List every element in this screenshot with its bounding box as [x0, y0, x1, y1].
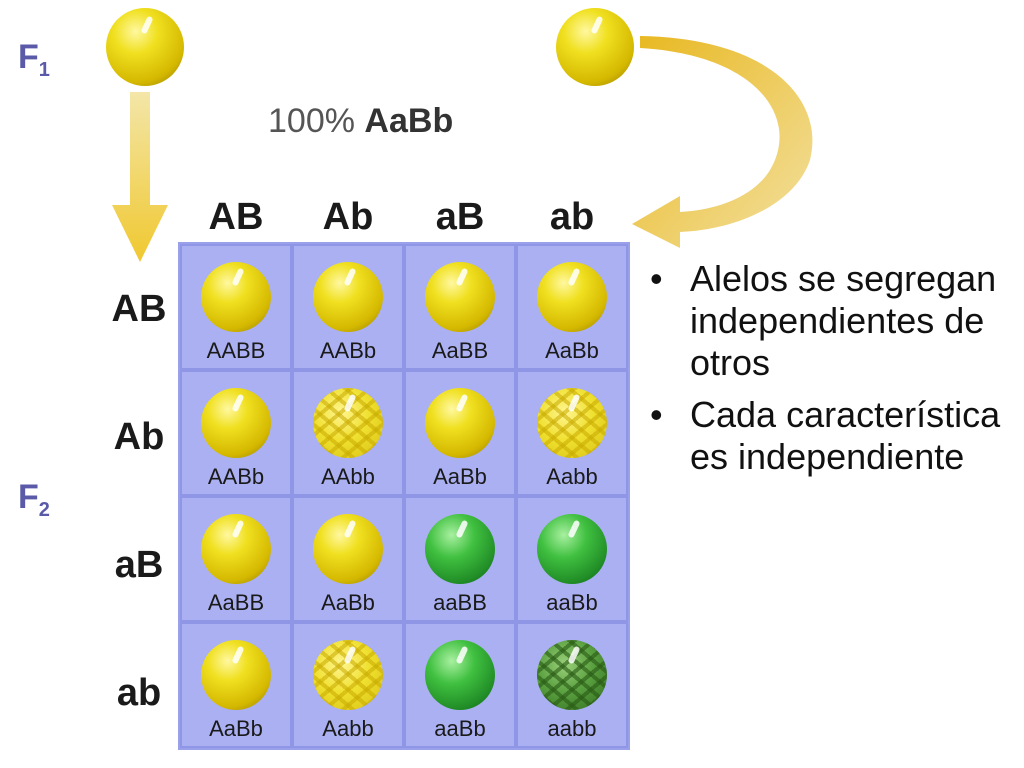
bullet-text: Alelos se segregan independientes de otr… — [690, 258, 997, 383]
bullet-list: • Alelos se segregan independientes de ot… — [648, 258, 1018, 488]
yellow-smooth-pea-icon — [201, 388, 271, 458]
f1-letter: F — [18, 38, 39, 76]
f2-subscript: 2 — [38, 498, 50, 521]
f1-subscript: 1 — [38, 58, 50, 81]
punnett-cell: AaBb — [180, 622, 292, 748]
curved-arrow-icon — [632, 36, 813, 248]
punnett-cell: AABB — [180, 244, 292, 370]
genotype-label: AaBb — [545, 338, 599, 363]
green-smooth-pea-icon — [425, 514, 495, 584]
punnett-cell: AaBb — [404, 370, 516, 496]
genotype-label: aabb — [547, 716, 597, 741]
genotype-label: AaBb — [321, 590, 375, 615]
yellow-smooth-pea-icon — [425, 388, 495, 458]
genotype-label: Aabb — [322, 716, 374, 741]
yellow-smooth-pea-icon — [201, 262, 271, 332]
punnett-cell: AaBb — [516, 244, 628, 370]
yellow-smooth-pea-icon — [201, 640, 271, 710]
yellow-wrinkled-pea-icon — [537, 388, 607, 458]
green-wrinkled-pea-icon — [537, 640, 607, 710]
genotype-label: Aabb — [546, 464, 598, 489]
row-header-2: Ab — [113, 416, 165, 458]
punnett-cell: aabb — [516, 622, 628, 748]
row-header-3: aB — [114, 544, 164, 586]
yellow-wrinkled-pea-icon — [313, 388, 383, 458]
row-header-1: AB — [111, 288, 167, 330]
col-header-3: aB — [435, 196, 485, 238]
arrows-layer — [112, 36, 813, 262]
bullet-dot-icon: • — [650, 394, 663, 435]
genotype-label: AaBB — [207, 590, 265, 615]
col-header-2: Ab — [322, 196, 374, 238]
bullet-dot-icon: • — [650, 258, 663, 299]
bullet-text: Cada característica es independiente — [690, 394, 1001, 477]
ratio-genotype: AaBb — [364, 102, 454, 140]
genotype-label: aaBb — [546, 590, 598, 615]
genotype-label: aaBB — [433, 590, 487, 615]
f2-letter: F — [18, 478, 39, 516]
yellow-smooth-pea-icon — [201, 514, 271, 584]
bullet-item: • Cada característica es independiente — [648, 394, 1018, 478]
parent-pea-left — [106, 8, 184, 86]
yellow-smooth-pea-icon — [313, 514, 383, 584]
punnett-cell: AaBb — [292, 496, 404, 622]
green-smooth-pea-icon — [537, 514, 607, 584]
genotype-label: AABb — [319, 338, 377, 363]
f1-label: F1 — [18, 38, 50, 82]
punnett-cell: Aabb — [516, 370, 628, 496]
col-header-4: ab — [549, 196, 595, 238]
genotype-label: AAbb — [321, 464, 375, 489]
genotype-label: AABB — [206, 338, 266, 363]
genotype-label: AaBB — [431, 338, 489, 363]
yellow-smooth-pea-icon — [313, 262, 383, 332]
col-header-1: AB — [208, 196, 264, 238]
genotype-label: AABb — [207, 464, 265, 489]
punnett-cell: aaBb — [516, 496, 628, 622]
f1-ratio: 100% AaBb — [268, 102, 453, 141]
punnett-cell: aaBB — [404, 496, 516, 622]
f2-label: F2 — [18, 478, 50, 522]
punnett-cell: AABb — [180, 370, 292, 496]
green-smooth-pea-icon — [425, 640, 495, 710]
genotype-label: AaBb — [433, 464, 487, 489]
punnett-cell: AaBB — [180, 496, 292, 622]
down-arrow-icon — [112, 92, 168, 262]
bullet-item: • Alelos se segregan independientes de ot… — [648, 258, 1018, 384]
yellow-smooth-pea-icon — [537, 262, 607, 332]
yellow-smooth-pea-icon — [425, 262, 495, 332]
genotype-label: aaBb — [434, 716, 486, 741]
punnett-cell: AaBB — [404, 244, 516, 370]
punnett-cell: AAbb — [292, 370, 404, 496]
punnett-cell: Aabb — [292, 622, 404, 748]
punnett-cell: aaBb — [404, 622, 516, 748]
parent-pea-right — [556, 8, 634, 86]
yellow-wrinkled-pea-icon — [313, 640, 383, 710]
punnett-cell: AABb — [292, 244, 404, 370]
ratio-percent: 100% — [268, 102, 355, 140]
row-header-4: ab — [116, 672, 162, 714]
genotype-label: AaBb — [209, 716, 263, 741]
